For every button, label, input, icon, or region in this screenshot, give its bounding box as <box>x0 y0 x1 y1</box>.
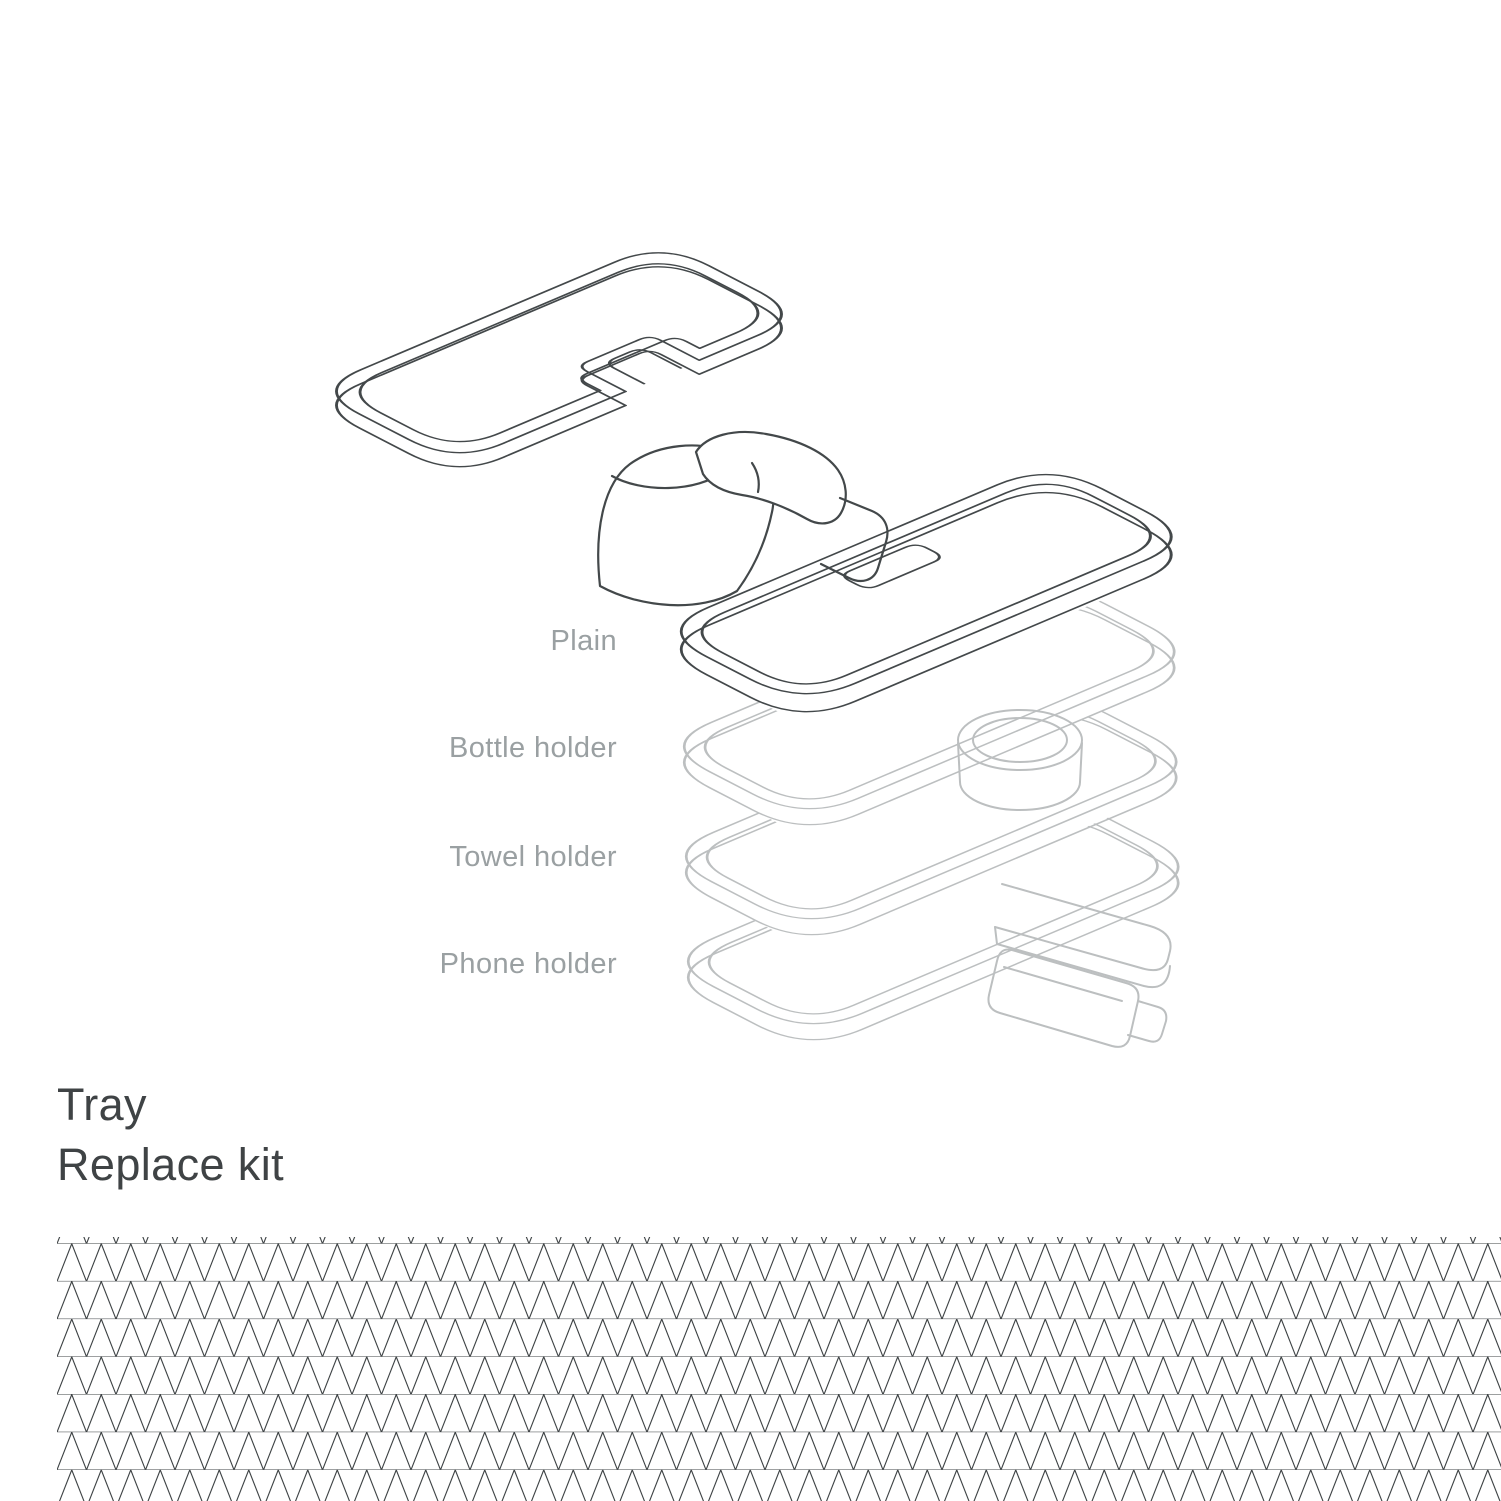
mounting-clamp-drawing <box>597 430 889 607</box>
bottle-tray-rim-outline <box>682 587 1177 811</box>
phone-holder-tray-drawing <box>660 791 1206 1054</box>
bottle-holder-tray-drawing <box>656 576 1202 839</box>
towel-bar-outline <box>994 883 1172 972</box>
towel-holder-tray-drawing <box>658 686 1204 988</box>
cup-inner-ring-outline <box>972 717 1068 763</box>
part-label-bottle-holder: Bottle holder <box>449 732 617 764</box>
towel-tray-rim-outline <box>684 697 1179 921</box>
product-title: Tray Replace kit <box>57 1079 284 1190</box>
phone-tray-thickness-outline <box>660 807 1206 1054</box>
phone-clip-plate-outline <box>987 948 1140 1048</box>
phone-clip-lip-line <box>1003 966 1123 1002</box>
cup-bottom-outline <box>959 781 1081 811</box>
cover-tray-outline <box>311 240 807 466</box>
triangle-mesh-pattern <box>57 1237 1501 1501</box>
cup-side-lines <box>957 742 1083 783</box>
part-label-towel-holder: Towel holder <box>449 841 617 873</box>
product-title-line-1: Tray <box>57 1079 147 1130</box>
towel-bar-thickness-outline <box>994 926 1171 988</box>
cover-tray-rim-outline <box>336 252 782 454</box>
clamp-lock-tab-outline <box>819 496 889 583</box>
part-labels: Plain Bottle holder Towel holder Phone h… <box>440 625 617 980</box>
part-label-phone-holder: Phone holder <box>440 948 617 980</box>
exploded-view-illustration <box>311 240 1206 1054</box>
clamp-arm-outline <box>694 430 847 525</box>
bottle-tray-thickness-outline <box>656 592 1202 839</box>
part-label-plain: Plain <box>551 625 618 657</box>
plain-tray-clamp-slot-outline <box>837 541 947 592</box>
product-title-line-2: Replace kit <box>57 1139 284 1190</box>
phone-clip-side-tab-outline <box>1127 1000 1168 1043</box>
clamp-detail-line <box>750 461 760 494</box>
cup-outer-ring-outline <box>957 709 1083 771</box>
